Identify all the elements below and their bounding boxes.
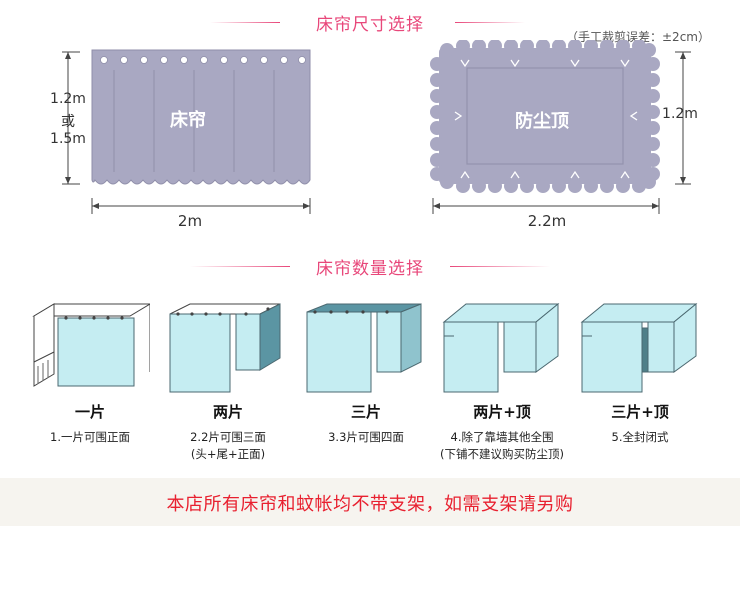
curtain-size-diagram: 床帘 bbox=[62, 49, 311, 214]
size-section-title: 床帘尺寸选择 bbox=[316, 15, 424, 35]
option-5-desc: 5.全封闭式 bbox=[611, 430, 669, 444]
option-3-title: 三片 bbox=[350, 403, 381, 421]
option-one-panel-illustration bbox=[32, 303, 150, 387]
option-1-desc: 1.一片可围正面 bbox=[50, 430, 130, 444]
curtain-height-bottom: 1.5m bbox=[50, 131, 86, 147]
curtain-label: 床帘 bbox=[170, 109, 206, 131]
top-cover-label: 防尘顶 bbox=[515, 110, 569, 132]
tolerance-note: （手工裁剪误差：±2cm） bbox=[566, 30, 710, 44]
option-4-title: 两片+顶 bbox=[473, 403, 531, 421]
curtain-width: 2m bbox=[177, 212, 203, 230]
curtain-height-top: 1.2m bbox=[50, 91, 86, 107]
option-3-desc: 3.3片可围四面 bbox=[328, 430, 404, 444]
quantity-title-line-left bbox=[190, 266, 290, 267]
option-2-desc: 2.2片可围三面 (头+尾+正面) bbox=[190, 430, 266, 461]
curtain-height-or: 或 bbox=[61, 114, 75, 130]
size-title-line-right bbox=[455, 22, 525, 23]
curtain-panel bbox=[91, 49, 311, 185]
option-three-panels-top-illustration bbox=[580, 302, 698, 393]
option-two-panels-top-illustration bbox=[442, 302, 560, 393]
size-title-line-left bbox=[210, 22, 280, 23]
top-cover-height: 1.2m bbox=[662, 106, 698, 122]
top-cover-width: 2.2m bbox=[527, 212, 567, 230]
option-1-title: 一片 bbox=[74, 403, 105, 421]
top-cover-size-diagram: 防尘顶 bbox=[430, 40, 691, 214]
notice-banner-text: 本店所有床帘和蚊帐均不带支架，如需支架请另购 bbox=[166, 494, 574, 515]
notice-banner bbox=[0, 478, 740, 526]
option-5-title: 三片+顶 bbox=[611, 403, 669, 421]
option-2-title: 两片 bbox=[212, 403, 243, 421]
option-three-panels-illustration bbox=[306, 303, 422, 393]
quantity-title-line-right bbox=[450, 266, 550, 267]
option-4-desc: 4.除了靠墙其他全围 (下铺不建议购买防尘顶) bbox=[440, 430, 564, 461]
option-two-panels-illustration bbox=[169, 303, 281, 393]
quantity-section-title: 床帘数量选择 bbox=[316, 259, 424, 279]
